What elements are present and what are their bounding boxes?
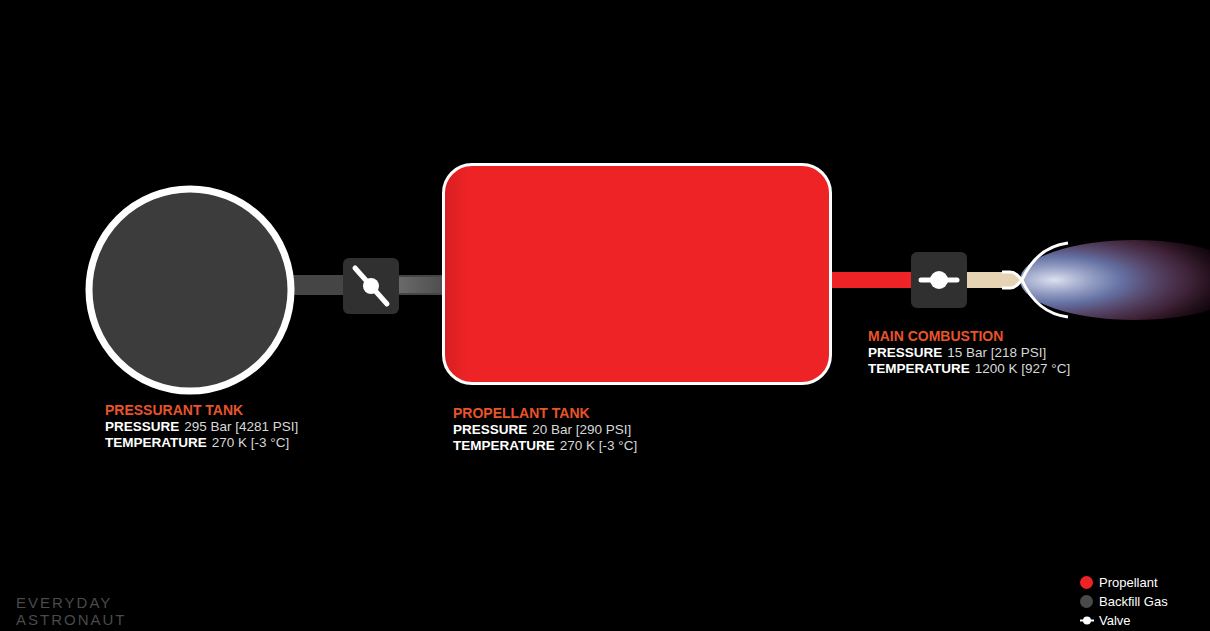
tank-title: PRESSURANT TANK xyxy=(105,402,243,418)
reading-name: PRESSURE xyxy=(453,422,527,437)
legend-item: Backfill Gas xyxy=(1080,592,1168,611)
pressurant-tank: PRESSURANT TANKPRESSURE295 Bar [4281 PSI… xyxy=(85,185,295,395)
reading-value: 15 Bar [218 PSI] xyxy=(947,345,1046,360)
pressurant-tank-outline xyxy=(85,185,295,395)
readout-row: PRESSURE 295 Bar [4281 PSI] xyxy=(105,419,298,435)
legend-swatch xyxy=(1080,595,1093,608)
readout-row: TEMPERATURE 1200 K [927 °C] xyxy=(868,361,1070,377)
readout-row: TEMPERATURE 270 K [-3 °C] xyxy=(453,438,637,454)
readout-row: TEMPERATURE 270 K [-3 °C] xyxy=(105,435,298,451)
readout-row: PRESSURANT TANK xyxy=(105,402,298,419)
legend-item: Valve xyxy=(1080,611,1168,630)
valve-symbol xyxy=(1080,614,1094,627)
engine-nozzle: MAIN COMBUSTIONPRESSURE15 Bar [218 PSI]T… xyxy=(1002,240,1066,320)
propellant-tank: PROPELLANT TANKPRESSURE20 Bar [290 PSI]T… xyxy=(442,163,832,385)
readout-row: PRESSURE 20 Bar [290 PSI] xyxy=(453,422,637,438)
legend-text: Backfill Gas xyxy=(1099,594,1168,609)
readout-row: MAIN COMBUSTION xyxy=(868,328,1070,345)
valve-open xyxy=(343,258,399,314)
reading-value: 270 K [-3 °C] xyxy=(212,435,289,450)
tank-title: MAIN COMBUSTION xyxy=(868,328,1003,344)
reading-name: TEMPERATURE xyxy=(453,438,555,453)
combustion-chamber xyxy=(966,272,1004,288)
reading-name: PRESSURE xyxy=(868,345,942,360)
reading-name: TEMPERATURE xyxy=(868,361,970,376)
readout: PRESSURANT TANKPRESSURE 295 Bar [4281 PSI… xyxy=(105,402,298,451)
tank-title: PROPELLANT TANK xyxy=(453,405,590,421)
reading-value: 295 Bar [4281 PSI] xyxy=(184,419,298,434)
valve-closed xyxy=(911,252,967,308)
readout: PROPELLANT TANKPRESSURE 20 Bar [290 PSI]T… xyxy=(453,405,637,454)
reading-value: 20 Bar [290 PSI] xyxy=(532,422,631,437)
watermark: EVERYDAY ASTRONAUT xyxy=(16,594,146,628)
readout: MAIN COMBUSTIONPRESSURE 15 Bar [218 PSI]T… xyxy=(868,328,1070,377)
reading-name: PRESSURE xyxy=(105,419,179,434)
legend-text: Valve xyxy=(1099,613,1131,628)
readout-row: PROPELLANT TANK xyxy=(453,405,637,422)
exhaust-plume xyxy=(1020,240,1210,320)
reading-value: 1200 K [927 °C] xyxy=(975,361,1070,376)
legend-text: Propellant xyxy=(1099,575,1158,590)
reading-name: TEMPERATURE xyxy=(105,435,207,450)
legend: PropellantBackfill GasValve xyxy=(1080,573,1168,630)
legend-swatch xyxy=(1080,576,1093,589)
readout-row: PRESSURE 15 Bar [218 PSI] xyxy=(868,345,1070,361)
legend-item: Propellant xyxy=(1080,573,1168,592)
reading-value: 270 K [-3 °C] xyxy=(560,438,637,453)
engine-nozzle-outline xyxy=(1002,240,1066,320)
